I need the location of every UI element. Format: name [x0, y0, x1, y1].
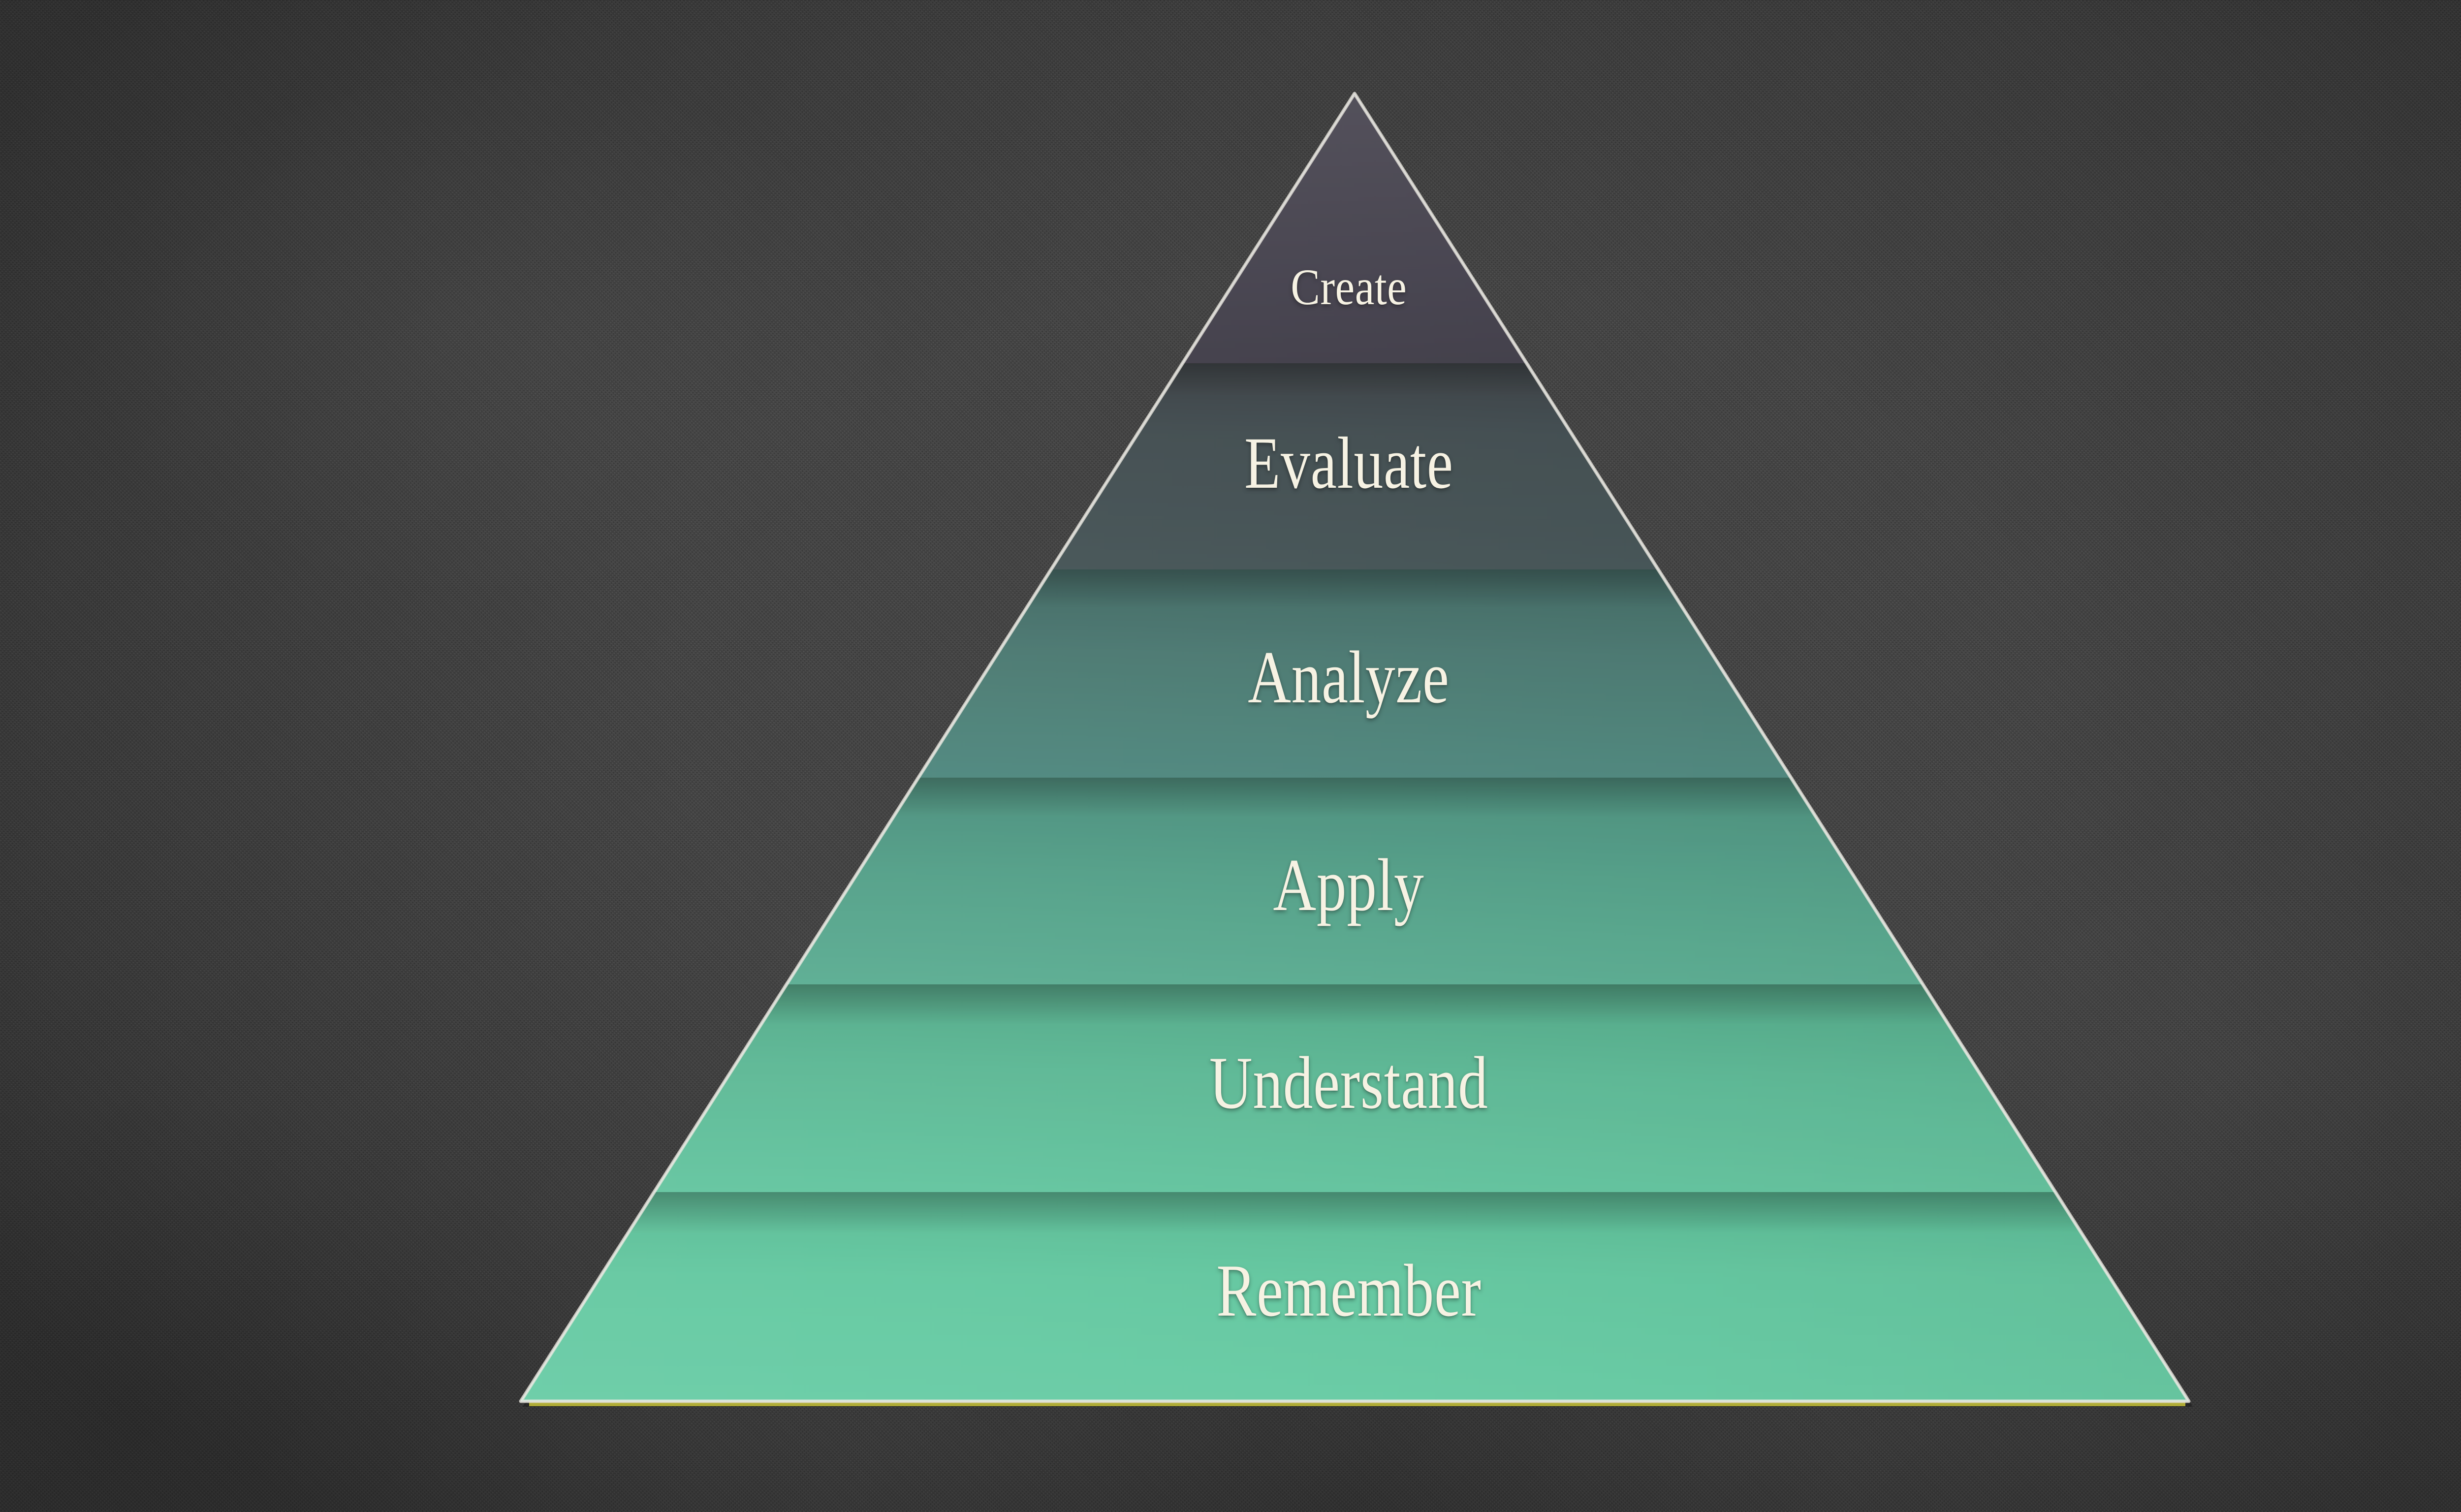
tier-label-apply[interactable]: Apply — [0, 848, 2461, 922]
tier-label-evaluate-text: Evaluate — [1244, 422, 1453, 504]
tier-label-evaluate[interactable]: Evaluate — [0, 426, 2461, 500]
tier-label-understand[interactable]: Understand — [0, 1045, 2461, 1120]
tier-label-remember-text: Remember — [1216, 1249, 1482, 1332]
tier-label-analyze[interactable]: Analyze — [0, 640, 2461, 715]
tier-label-apply-text: Apply — [1273, 844, 1424, 926]
tier-label-analyze-text: Analyze — [1248, 636, 1450, 719]
tier-label-remember[interactable]: Remember — [0, 1253, 2461, 1328]
tier-label-create[interactable]: Create — [0, 262, 2461, 313]
tier-label-create-text: Create — [1290, 259, 1407, 315]
tier-label-understand-text: Understand — [1209, 1041, 1488, 1124]
